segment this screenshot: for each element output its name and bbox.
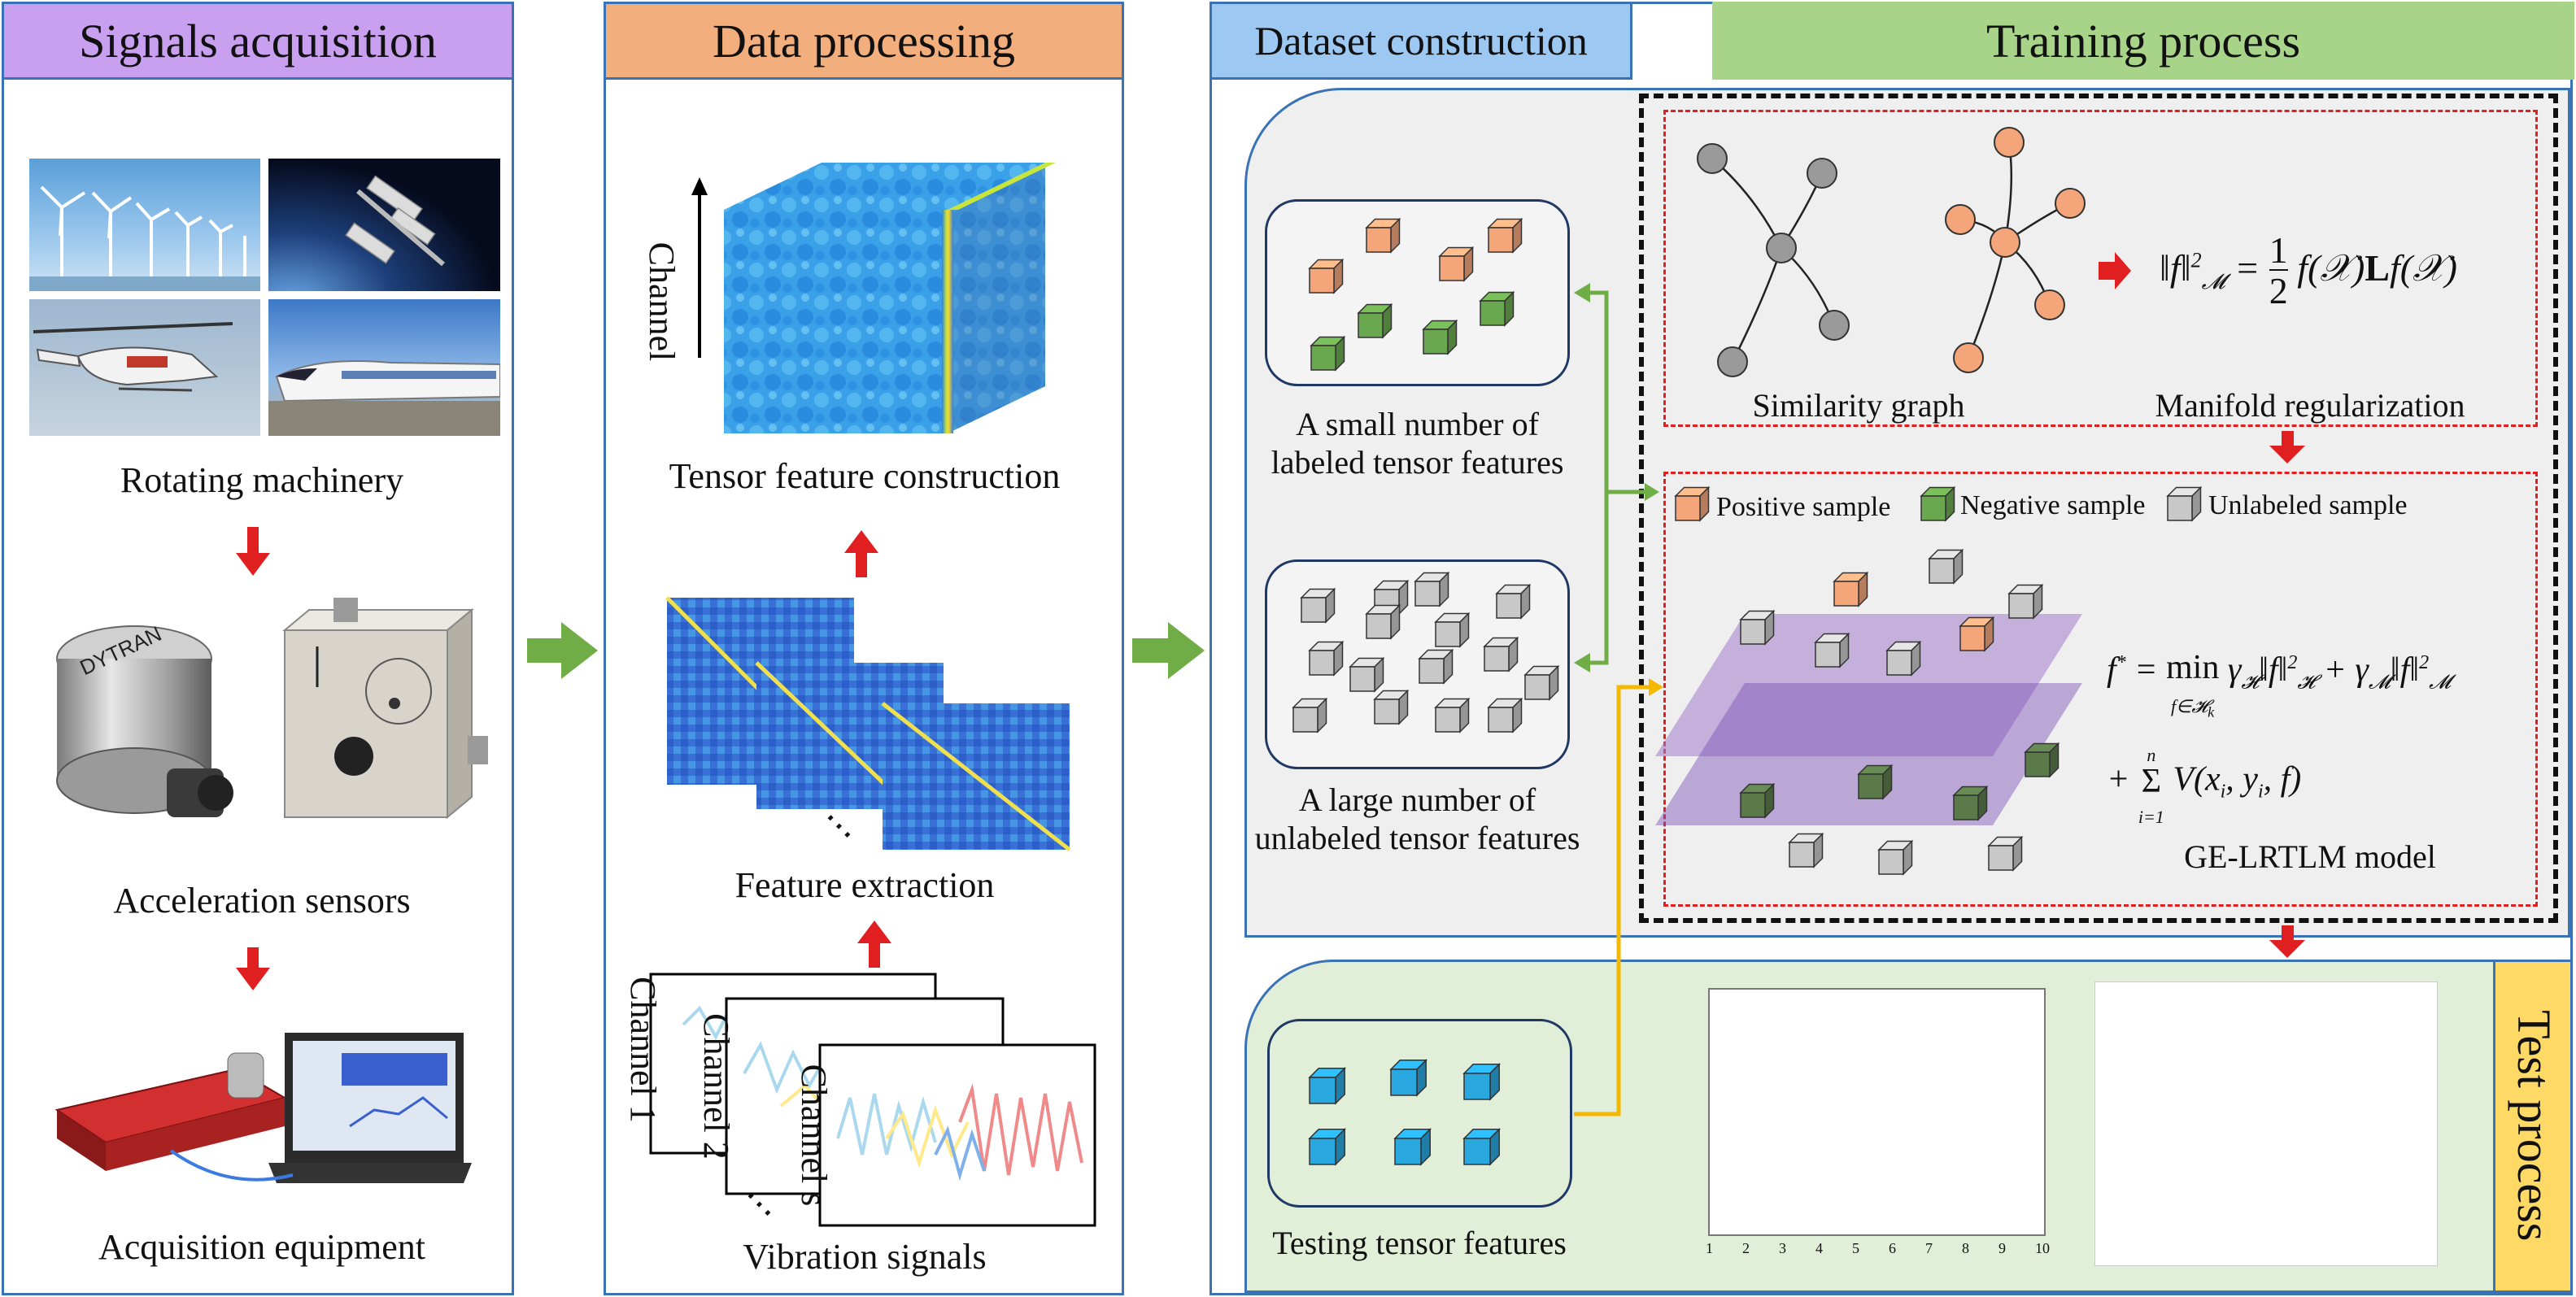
x-tick-label: 1 [1706,1240,1713,1256]
train-photo [268,299,500,436]
test-chart-x-ticks: 1 2 3 4 5 6 7 8 9 10 [1706,1240,2050,1264]
acquisition-equipment-photo [49,1021,472,1195]
manifold-reg-label: Manifold regularization [2155,387,2465,424]
test-line-chart [1708,988,2046,1236]
sensor-cylinder-photo [45,610,244,846]
acceleration-sensors-label: Acceleration sensors [113,881,411,921]
helicopter-photo [29,299,260,436]
x-tick-label: 9 [1998,1240,2006,1256]
test-3d-bar-chart [2094,981,2438,1266]
testing-label: Testing tensor features [1272,1225,1567,1261]
sensor-cube-photo [260,598,488,833]
legend-positive-text: Positive sample [1716,492,1891,522]
x-tick-label: 3 [1779,1240,1786,1256]
channel-2-label: Channel 2 [695,1013,736,1160]
model-label: GE-LRTLM model [2184,838,2436,875]
training-header: Training process [1712,2,2574,80]
legend-negative-text: Negative sample [1960,490,2146,520]
feature-extraction-label: Feature extraction [734,865,995,905]
similarity-graph-label: Similarity graph [1752,387,1965,424]
labeled-label: A small number of labeled tensor feature… [1271,406,1564,481]
wind-turbines-photo [29,159,260,291]
x-tick-label: 5 [1852,1240,1859,1256]
channel-1-label: Channel 1 [622,977,663,1123]
tensor-construction-label: Tensor feature construction [669,456,1061,496]
vibration-signals-label: Vibration signals [743,1237,987,1277]
x-tick-label: 10 [2035,1240,2050,1256]
signals-header: Signals acquisition [2,2,514,80]
channel-s-label: Channel s [793,1064,834,1207]
rotating-machinery-label: Rotating machinery [120,460,404,500]
x-tick-label: 4 [1815,1240,1823,1256]
training-black-frame [1639,94,2558,923]
x-tick-label: 2 [1742,1240,1750,1256]
testing-box [1267,1019,1572,1208]
labeled-box [1265,199,1570,386]
channel-axis-label: Channel [641,242,682,362]
x-tick-label: 7 [1925,1240,1933,1256]
acquisition-equipment-label: Acquisition equipment [98,1227,426,1267]
x-tick-label: 6 [1889,1240,1896,1256]
data-header: Data processing [604,2,1124,80]
unlabeled-box [1265,559,1570,769]
x-tick-label: 8 [1962,1240,1969,1256]
legend-unlabeled-text: Unlabeled sample [2208,490,2408,520]
dataset-header: Dataset construction [1210,2,1632,80]
test-header-label: Test process [2508,1010,2561,1242]
manifold-red-frame [1663,110,2538,427]
data-panel [604,2,1124,1295]
space-station-photo [268,159,500,291]
test-header [2493,960,2573,1293]
unlabeled-label: A large number of unlabeled tensor featu… [1254,781,1580,857]
